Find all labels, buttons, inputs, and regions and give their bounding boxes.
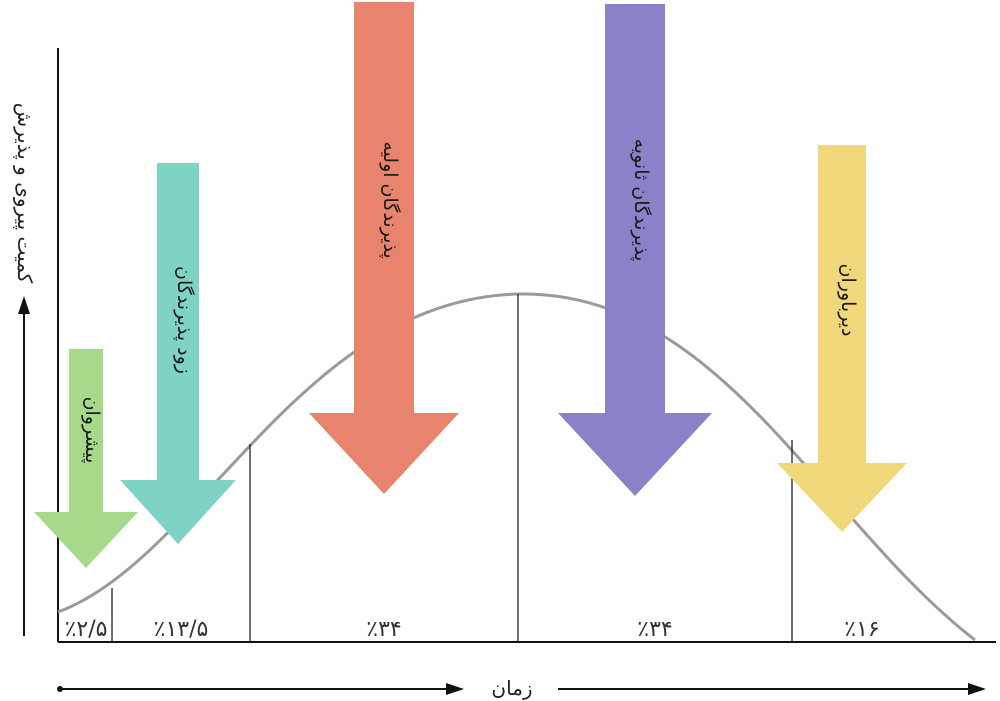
stage-label-late-majority: پذیرندگان ثانویه [630, 139, 653, 262]
stage-arrow-early-adopters: زود پذیرندگان [120, 163, 236, 544]
y-axis-arrow-head [18, 296, 30, 314]
stage-arrow-laggards: دیرباوران [777, 145, 907, 532]
stage-label-early-majority: پذیرندگان اولیه [379, 141, 402, 258]
stage-label-laggards: دیرباوران [837, 264, 859, 337]
segment-percent-late-majority: ٪۳۴ [637, 617, 672, 642]
stage-arrow-late-majority: پذیرندگان ثانویه [558, 4, 712, 496]
segment-percent-innovators: ٪۲/۵ [65, 617, 108, 642]
y-axis-label: کمیت پیروی و پذیرش [12, 103, 37, 284]
stage-label-innovators: پیشروان [81, 397, 103, 464]
segment-percent-early-majority: ٪۳۴ [366, 617, 401, 642]
stage-label-early-adopters: زود پذیرندگان [173, 266, 196, 374]
time-arrow-right-head [968, 683, 986, 695]
stage-arrow-early-majority: پذیرندگان اولیه [309, 2, 459, 494]
segment-percent-laggards: ٪۱۶ [844, 617, 879, 642]
segment-percent-early-adopters: ٪۱۳/۵ [154, 617, 209, 642]
stage-arrow-innovators: پیشروان [34, 349, 138, 568]
time-arrow-left-head [446, 683, 464, 695]
x-axis-label: زمان [491, 676, 532, 700]
